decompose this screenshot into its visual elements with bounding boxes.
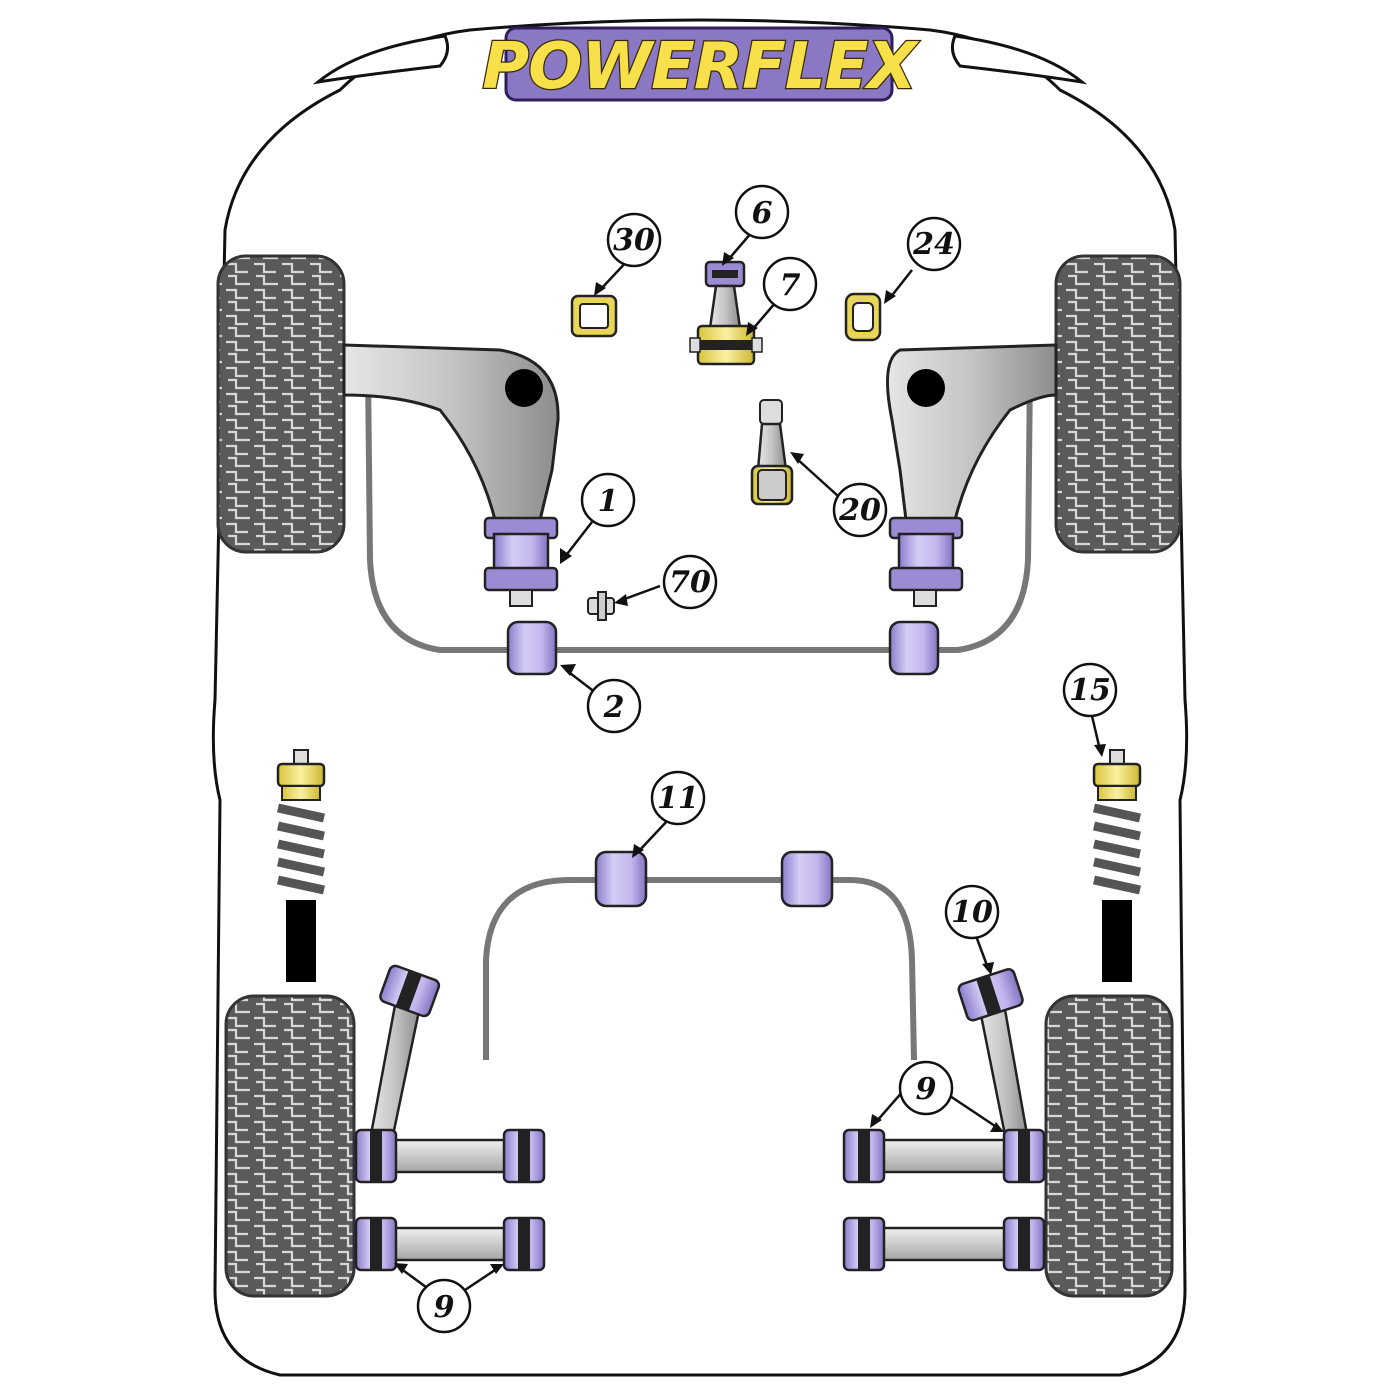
callout-2-label: 2: [603, 690, 625, 725]
rear-arb-bush-left: [594, 850, 648, 908]
callout-9-left-label: 9: [434, 1290, 455, 1325]
rear-left-tyre: [224, 994, 356, 1298]
part-30-mount: [570, 294, 618, 338]
rear-left-upper-link: [354, 1128, 546, 1184]
left-mirror: [312, 34, 450, 85]
callout-10-label: 10: [951, 895, 993, 930]
rear-left-lower-link: [354, 1216, 546, 1272]
callout-20-label: 20: [838, 493, 881, 528]
rear-right-upper-link: [842, 1128, 1046, 1184]
callout-1-label: 1: [598, 484, 619, 519]
callout-15-label: 15: [1069, 673, 1111, 708]
front-right-tyre: [1054, 254, 1182, 554]
callout-9-left: 9: [416, 1278, 472, 1334]
callout-20: 20: [832, 482, 888, 538]
front-arb-bush-right: [888, 620, 940, 676]
rear-anti-roll-bar: [483, 877, 917, 1061]
rear-right-tyre: [1044, 994, 1174, 1298]
callout-2: 2: [586, 678, 642, 734]
callout-70-label: 70: [669, 565, 711, 600]
callout-1: 1: [580, 472, 636, 528]
callout-9-right: 9: [898, 1060, 954, 1116]
part-24-mount: [844, 292, 882, 342]
callout-9-right-label: 9: [916, 1072, 937, 1107]
part-20-link: [750, 399, 794, 506]
front-arb-bush-left: [506, 620, 558, 676]
callout-11: 11: [650, 770, 706, 826]
rear-arb-bush-right: [780, 850, 834, 908]
callout-6-label: 6: [752, 196, 773, 231]
callout-arrowheads: [394, 252, 1106, 1274]
callout-70: 70: [662, 554, 718, 610]
right-mirror: [950, 34, 1088, 85]
front-wishbone-bush-left: [483, 516, 559, 607]
callout-30-label: 30: [613, 223, 655, 258]
callout-24-label: 24: [912, 227, 955, 262]
rear-left-trailing-arm: [368, 964, 441, 1142]
callout-24: 24: [906, 216, 962, 272]
callout-11-label: 11: [657, 781, 699, 816]
callout-7: 7: [762, 256, 818, 312]
callout-10: 10: [944, 884, 1000, 940]
callout-15: 15: [1062, 662, 1118, 718]
powerflex-logo: POWERFLEX: [481, 26, 922, 105]
front-left-wishbone-hole: [505, 369, 543, 407]
callout-7-label: 7: [780, 268, 801, 303]
rear-right-coilover: [1092, 749, 1142, 982]
front-wishbone-bush-right: [888, 516, 964, 607]
front-right-wishbone-hole: [907, 369, 945, 407]
part-6-7-link: [689, 260, 763, 366]
part-70-pin: [587, 591, 615, 621]
logo-text: POWERFLEX: [482, 30, 919, 104]
rear-right-lower-link: [842, 1216, 1046, 1272]
front-anti-roll-bar: [365, 369, 1033, 653]
rear-left-coilover: [276, 749, 326, 982]
callout-6: 6: [734, 184, 790, 240]
callout-30: 30: [606, 212, 662, 268]
front-left-tyre: [216, 254, 346, 554]
front-left-wishbone: [342, 343, 560, 522]
callout-leaders: [399, 231, 1102, 1294]
